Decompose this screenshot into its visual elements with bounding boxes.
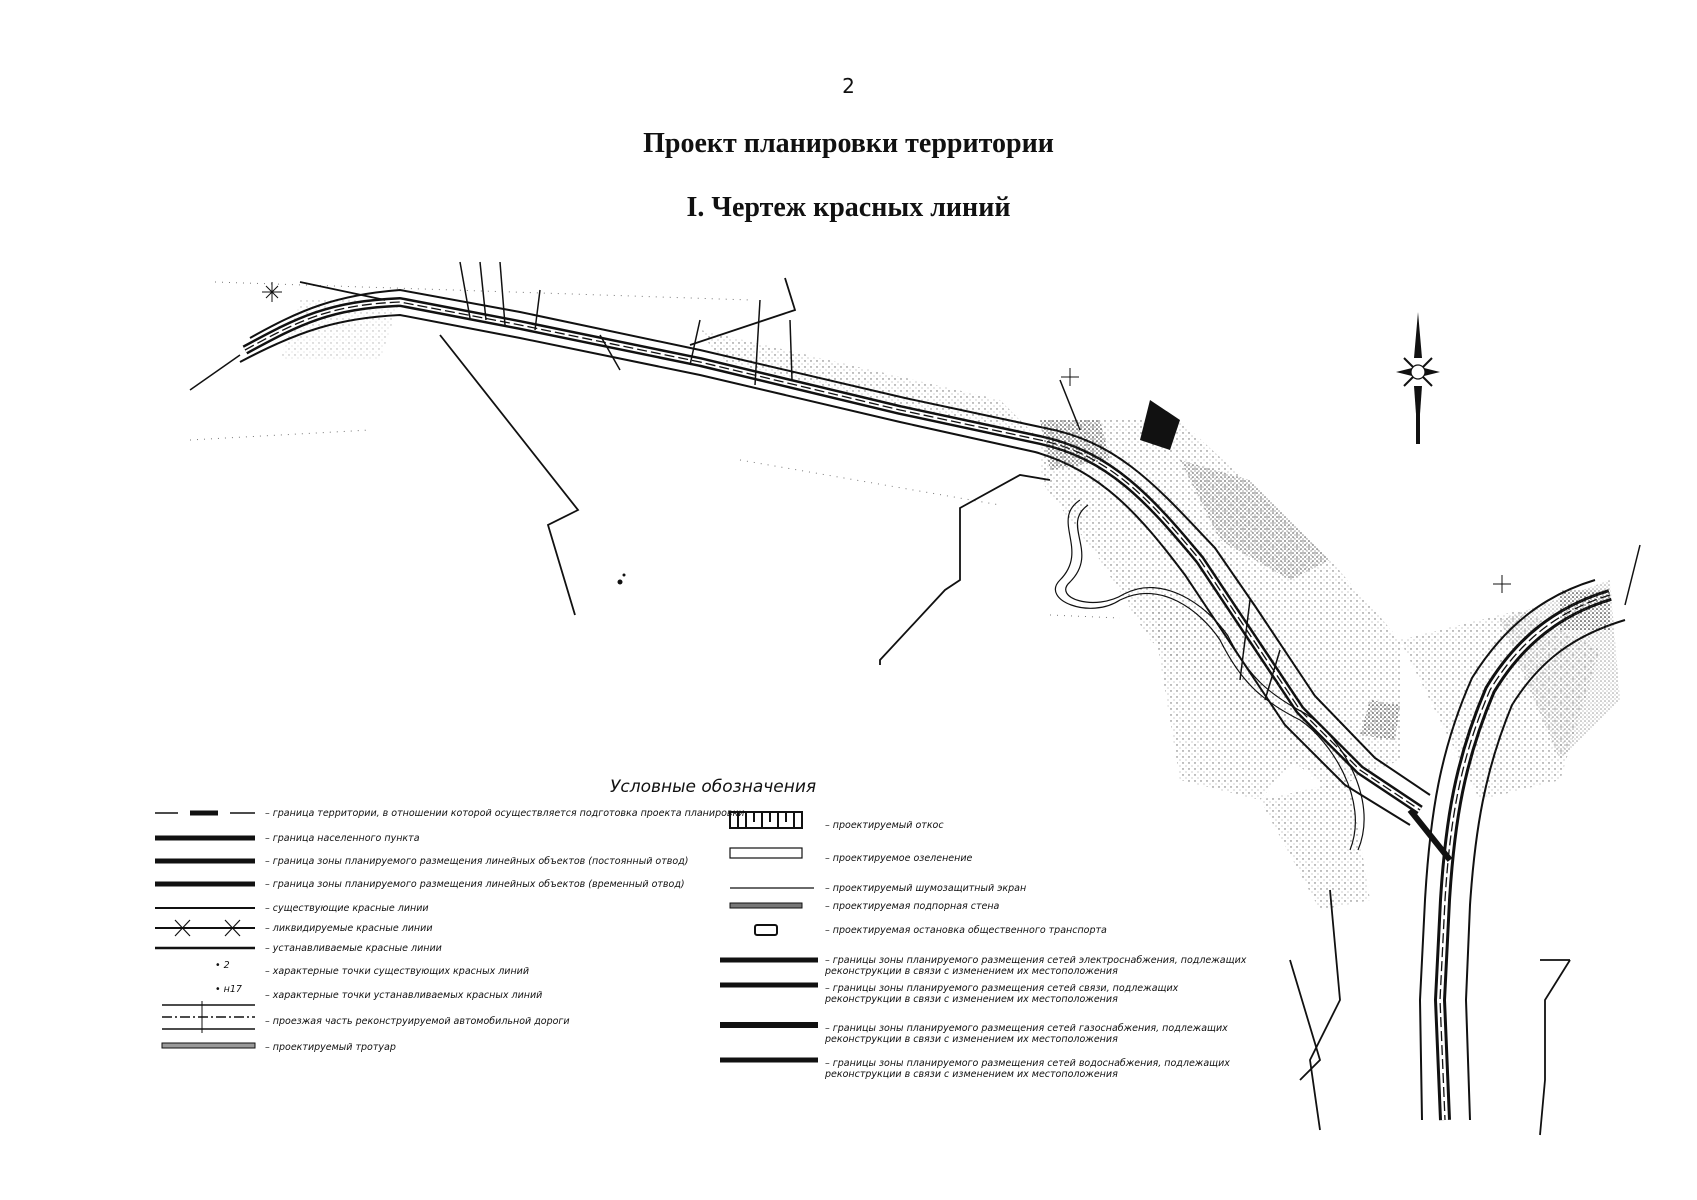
legend-right-text-6: – границы зоны планируемого размещения с… bbox=[825, 955, 1247, 977]
settlement-boundary bbox=[299, 277, 1571, 1136]
legend-right-text-3: – проектируемый шумозащитный экран bbox=[825, 883, 1027, 894]
page-number: 2 bbox=[842, 74, 855, 98]
legend-left-text-10: – проезжая часть реконструируемой автомо… bbox=[265, 1016, 570, 1027]
legend-right-text-5: – проектируемая остановка общественного … bbox=[825, 925, 1107, 936]
survey-edge-dots bbox=[189, 281, 1121, 619]
junction-area bbox=[1040, 400, 1610, 740]
legend-left-text-3: – граница зоны планируемого размещения л… bbox=[265, 856, 689, 867]
side-roads bbox=[189, 261, 1641, 701]
terrain-hatching bbox=[280, 300, 1620, 910]
page-subtitle: I. Чертеж красных линий bbox=[686, 192, 1011, 223]
legend-right-text-2: – проектируемое озеленение bbox=[825, 853, 973, 864]
small-star-icon bbox=[262, 282, 1511, 593]
legend-left-text-6: – ликвидируемые красные линии bbox=[265, 923, 433, 934]
legend-left-text-5: – существующие красные линии bbox=[265, 903, 429, 914]
legend-right-text-1: – проектируемый откос bbox=[825, 820, 944, 831]
page-title: Проект планировки территории bbox=[643, 128, 1054, 159]
legend-left-text-2: – граница населенного пункта bbox=[265, 833, 420, 844]
legend-right-text-8: – границы зоны планируемого размещения с… bbox=[825, 1023, 1228, 1045]
legend-left-text-9: – характерные точки устанавливаемых крас… bbox=[265, 990, 543, 1001]
legend-right-text-4: – проектируемая подпорная стена bbox=[825, 901, 1000, 912]
stream bbox=[1054, 499, 1365, 851]
legend-left-text-8: – характерные точки существующих красных… bbox=[265, 966, 530, 977]
legend-point-2-label: • 2 bbox=[215, 960, 230, 971]
legend-right-text-7: – границы зоны планируемого размещения с… bbox=[825, 983, 1179, 1005]
road-corridor bbox=[239, 288, 1431, 826]
legend-right-text-9: – границы зоны планируемого размещения с… bbox=[825, 1058, 1230, 1080]
map-point-markers bbox=[617, 573, 626, 585]
legend-left-text-7: – устанавливаемые красные линии bbox=[265, 943, 442, 954]
legend-left-symbols bbox=[155, 810, 256, 1049]
legend-left-text-4: – граница зоны планируемого размещения л… bbox=[265, 879, 685, 890]
legend-left-text-1: – граница территории, в отношении которо… bbox=[265, 808, 745, 819]
legend-title: Условные обозначения bbox=[610, 777, 817, 797]
legend-left-text-11: – проектируемый тротуар bbox=[265, 1042, 396, 1053]
legend-point-n17-label: • н17 bbox=[215, 984, 242, 995]
legend-right-symbols bbox=[720, 811, 818, 1063]
north-arrow-icon bbox=[1396, 312, 1440, 444]
